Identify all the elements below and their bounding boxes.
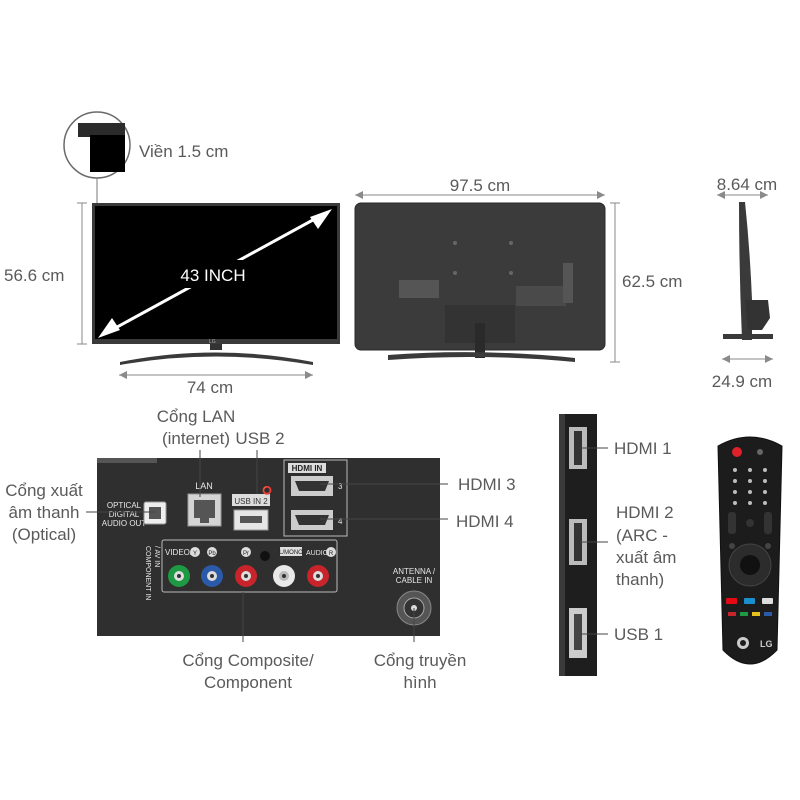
stand-depth-label: 24.9 cm	[712, 372, 772, 391]
power-icon	[732, 447, 742, 457]
tv-back	[354, 202, 606, 362]
stand-depth-dimension	[722, 355, 773, 363]
lan-label-line2: (internet)	[162, 429, 230, 448]
play-button	[762, 598, 773, 604]
svg-text:/ AV IN: / AV IN	[153, 546, 160, 567]
rear-callouts	[86, 450, 448, 642]
composite-label-line2: Component	[204, 673, 292, 692]
svg-text:CABLE IN: CABLE IN	[396, 576, 433, 585]
remote-brand: LG	[760, 639, 773, 649]
usb-2-port: USB IN 2 ⭕	[232, 485, 272, 531]
depth-dimension	[717, 191, 768, 199]
netflix-button	[726, 598, 737, 604]
number-keypad	[733, 468, 767, 505]
svg-text:HDMI IN: HDMI IN	[292, 464, 323, 473]
bezel-zoom	[63, 111, 131, 203]
svg-text:3: 3	[338, 482, 343, 491]
hdmi1-label: HDMI 1	[614, 439, 672, 458]
component-av-ports: COMPONENT IN / AV IN VIDEO/ Y Pb Pr L/MO…	[144, 546, 336, 600]
svg-text:DIGITAL: DIGITAL	[109, 510, 140, 519]
svg-text:R: R	[329, 551, 334, 557]
hdmi-panel: HDMI IN 3 4	[283, 459, 348, 537]
microphone-icon	[746, 519, 754, 527]
svg-text:COMPONENT IN: COMPONENT IN	[144, 546, 151, 600]
bezel-label: Viền 1.5 cm	[139, 142, 228, 161]
svg-text:USB IN 2: USB IN 2	[234, 497, 268, 506]
usb1-label: USB 1	[614, 625, 663, 644]
back-height-label: 62.5 cm	[622, 272, 682, 291]
antenna-label-line1: Cổng truyền	[374, 651, 467, 670]
prime-button	[744, 598, 755, 604]
screen-size-label: 43 INCH	[180, 266, 245, 285]
hdmi2-label-line4: thanh)	[616, 570, 664, 589]
svg-text:⭕: ⭕	[262, 485, 272, 495]
back-width-dimension	[355, 191, 605, 199]
back-height-dimension	[610, 202, 620, 363]
optical-label-line3: (Optical)	[12, 525, 76, 544]
front-height-dimension	[77, 202, 87, 345]
optical-port: OPTICAL DIGITAL AUDIO OUT	[102, 501, 167, 528]
front-width-label: 74 cm	[187, 378, 233, 397]
svg-text:L/MONO: L/MONO	[279, 550, 303, 556]
svg-text:Pr: Pr	[243, 551, 249, 557]
lan-label-line1: Cổng LAN	[157, 407, 235, 426]
svg-text:Pb: Pb	[208, 551, 216, 557]
tv-side	[723, 202, 773, 340]
optical-label-line2: âm thanh	[9, 503, 80, 522]
depth-label: 8.64 cm	[717, 175, 777, 194]
svg-text:AUDIO OUT: AUDIO OUT	[102, 519, 147, 528]
hdmi2-label-line1: HDMI 2	[616, 503, 674, 522]
antenna-label-line2: hình	[403, 673, 436, 692]
svg-text:4: 4	[338, 517, 343, 526]
composite-label-line1: Cổng Composite/	[182, 651, 314, 670]
rear-port-panel	[97, 458, 440, 636]
svg-text:ANTENNA /: ANTENNA /	[393, 567, 436, 576]
front-height-label: 56.6 cm	[4, 266, 64, 285]
hdmi2-label-line3: xuất âm	[616, 548, 676, 567]
svg-text:AUDIO: AUDIO	[306, 550, 329, 557]
hdmi3-label: HDMI 3	[458, 475, 516, 494]
lan-port: LAN	[187, 481, 222, 527]
svg-text:LAN: LAN	[195, 481, 213, 491]
svg-text:LG: LG	[209, 339, 216, 345]
back-width-label: 97.5 cm	[450, 176, 510, 195]
side-port-panel	[559, 414, 597, 676]
svg-text:OPTICAL: OPTICAL	[107, 501, 142, 510]
hdmi2-label-line2: (ARC -	[616, 526, 668, 545]
hdmi4-label: HDMI 4	[456, 512, 514, 531]
optical-label-line1: Cổng xuất	[5, 481, 83, 500]
svg-text:VIDEO/: VIDEO/	[165, 548, 193, 557]
front-width-dimension	[119, 371, 313, 379]
side-callouts	[580, 447, 608, 635]
arrow-head-icon	[310, 209, 332, 229]
usb2-label: USB 2	[235, 429, 284, 448]
svg-text:Y: Y	[193, 551, 197, 557]
magic-remote	[717, 436, 783, 665]
arrow-head-icon	[98, 318, 120, 338]
